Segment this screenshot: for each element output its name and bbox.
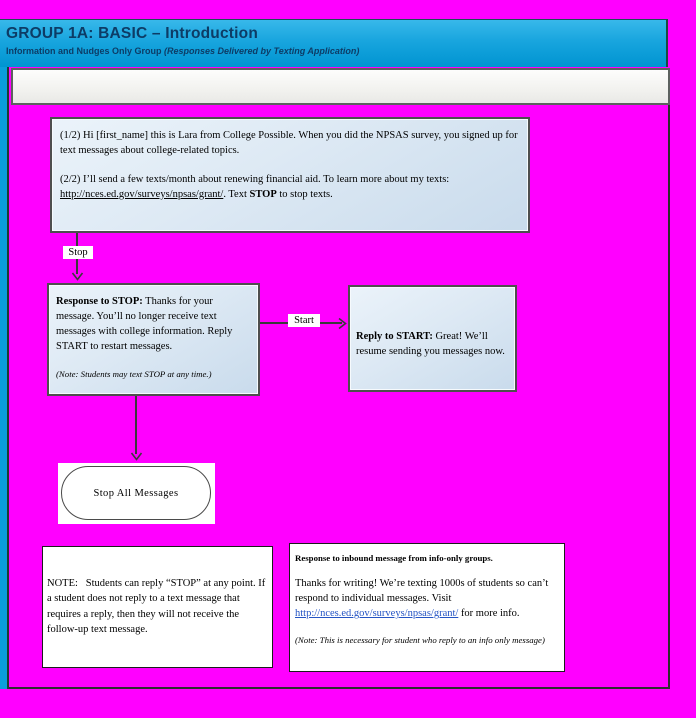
inbound-body-post: for more info. (458, 608, 520, 620)
page-title: GROUP 1A: BASIC – Introduction (6, 25, 259, 42)
inbound-body-text: Thanks for writing! We’re texting 1000s … (295, 578, 549, 605)
response-to-stop-text: Response to STOP: Thanks for your messag… (56, 295, 251, 355)
terminator-label: Stop All Messages (93, 487, 179, 499)
intro-part2-mid: . Text (223, 188, 250, 200)
page-subtitle-text: Information and Nudges Only Group (6, 46, 165, 56)
inbound-body: Thanks for writing! We’re texting 1000s … (295, 577, 557, 622)
response-to-stop-box: Response to STOP: Thanks for your messag… (47, 283, 260, 396)
intro-part2-text: (2/2) I’ll send a few texts/month about … (60, 173, 450, 185)
inbound-npsas-link[interactable]: http://nces.ed.gov/surveys/npsas/grant/ (295, 608, 459, 620)
terminator-edge-line (135, 396, 137, 454)
inbound-note: (Note: This is necessary for student who… (295, 635, 545, 646)
inbound-heading: Response to inbound message from info-on… (295, 553, 493, 563)
response-to-stop-label: Response to STOP: (56, 296, 143, 307)
page-subtitle: Information and Nudges Only Group (Respo… (6, 46, 666, 56)
canvas-frame (9, 105, 670, 689)
reply-to-start-label: Reply to START: (356, 331, 433, 342)
stop-all-messages-terminator: Stop All Messages (61, 466, 211, 520)
reply-to-start-body: Great! We’ll resume sending you messages… (356, 331, 505, 357)
arrow-down-icon (71, 272, 84, 281)
arrow-right-icon (338, 317, 347, 330)
inbound-response-box: Response to inbound message from info-on… (289, 543, 565, 672)
intro-npsas-link[interactable]: http://nces.ed.gov/surveys/npsas/grant/ (60, 188, 224, 200)
note-box: NOTE: Students can reply “STOP” at any p… (42, 546, 273, 668)
intro-message-part2: (2/2) I’ll send a few texts/month about … (60, 173, 520, 203)
intro-message-box: (1/2) Hi [first_name] this is Lara from … (50, 117, 530, 233)
page-subtitle-italic: (Responses Delivered by Texting Applicat… (164, 46, 360, 56)
reply-to-start-text: Reply to START: Great! We’ll resume send… (356, 330, 509, 360)
header-bar: GROUP 1A: BASIC – Introduction Informati… (0, 19, 668, 67)
intro-part2-post: to stop texts. (276, 188, 333, 200)
intro-stop-keyword: STOP (249, 188, 277, 200)
lane-header-band (11, 68, 670, 105)
response-to-stop-body: Thanks for your message. You’ll no longe… (56, 296, 233, 352)
response-to-stop-note: (Note: Students may text STOP at any tim… (56, 368, 212, 379)
arrow-down-icon (130, 452, 143, 461)
left-edge-strip (0, 67, 9, 689)
start-edge-label: Start (288, 314, 320, 327)
intro-message-part1: (1/2) Hi [first_name] this is Lara from … (60, 130, 518, 156)
paragraph-gap (60, 159, 520, 173)
stop-edge-label: Stop (63, 246, 93, 259)
reply-to-start-box: Reply to START: Great! We’ll resume send… (348, 285, 517, 392)
note-text: NOTE: Students can reply “STOP” at any p… (47, 578, 268, 636)
